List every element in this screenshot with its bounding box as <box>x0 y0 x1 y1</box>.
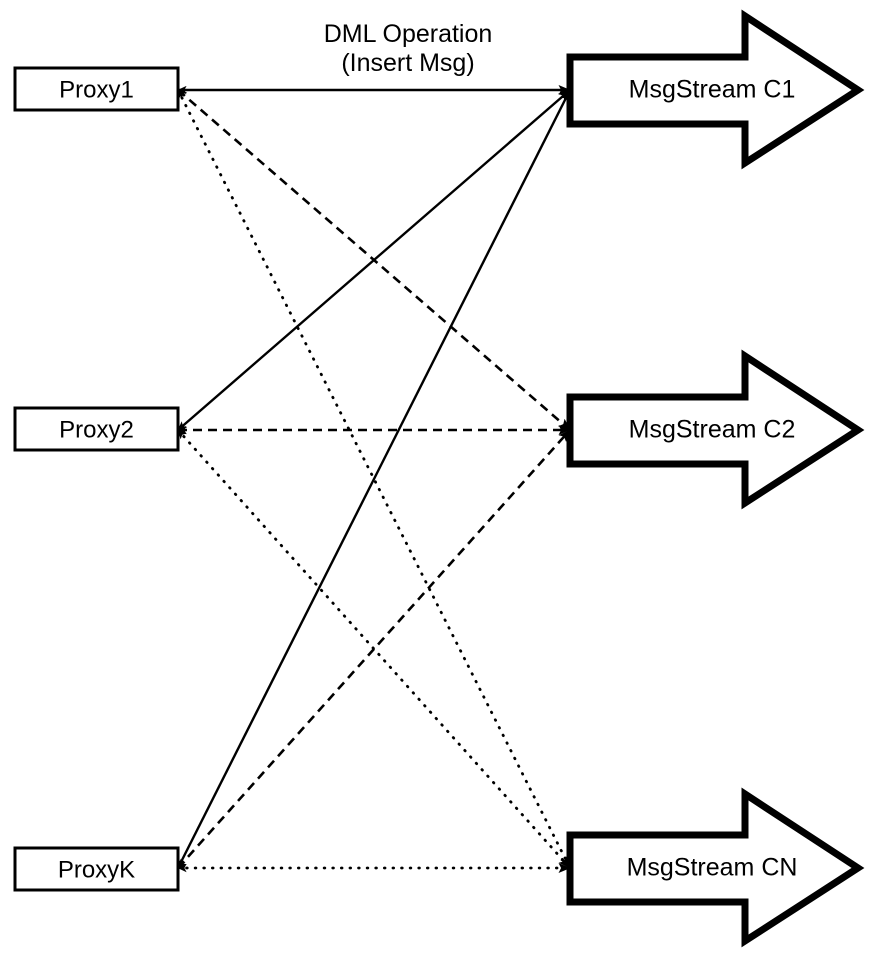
stream-cn-label: MsgStream CN <box>627 854 798 882</box>
caption-line-1: DML Operation <box>324 20 493 48</box>
node-proxy2[interactable]: Proxy2 <box>13 406 180 452</box>
caption-line-2: (Insert Msg) <box>341 49 474 77</box>
node-stream-c1[interactable]: MsgStream C1 <box>566 9 865 170</box>
proxy1-label: Proxy1 <box>59 76 134 103</box>
stream-cn-arrow-shape[interactable] <box>566 787 865 948</box>
stream-c2-label: MsgStream C2 <box>629 416 796 444</box>
node-proxyk[interactable]: ProxyK <box>13 846 180 892</box>
proxyk-box[interactable] <box>13 846 180 892</box>
node-stream-cn[interactable]: MsgStream CN <box>566 787 865 948</box>
proxy2-box[interactable] <box>13 406 180 452</box>
stream-c1-arrow-shape[interactable] <box>566 9 865 170</box>
proxy2-label: Proxy2 <box>59 416 134 443</box>
proxyk-label: ProxyK <box>58 856 135 883</box>
proxy1-box[interactable] <box>13 66 180 112</box>
edge-group-proxyk <box>176 89 572 873</box>
node-proxy1[interactable]: Proxy1 <box>13 66 180 112</box>
stream-c1-label: MsgStream C1 <box>629 76 796 104</box>
node-stream-c2[interactable]: MsgStream C2 <box>566 349 865 510</box>
caption-dml-operation: DML Operation (Insert Msg) <box>324 20 493 77</box>
edge-proxyk-to-stream-c2 <box>177 429 571 869</box>
stream-c2-arrow-shape[interactable] <box>566 349 865 510</box>
